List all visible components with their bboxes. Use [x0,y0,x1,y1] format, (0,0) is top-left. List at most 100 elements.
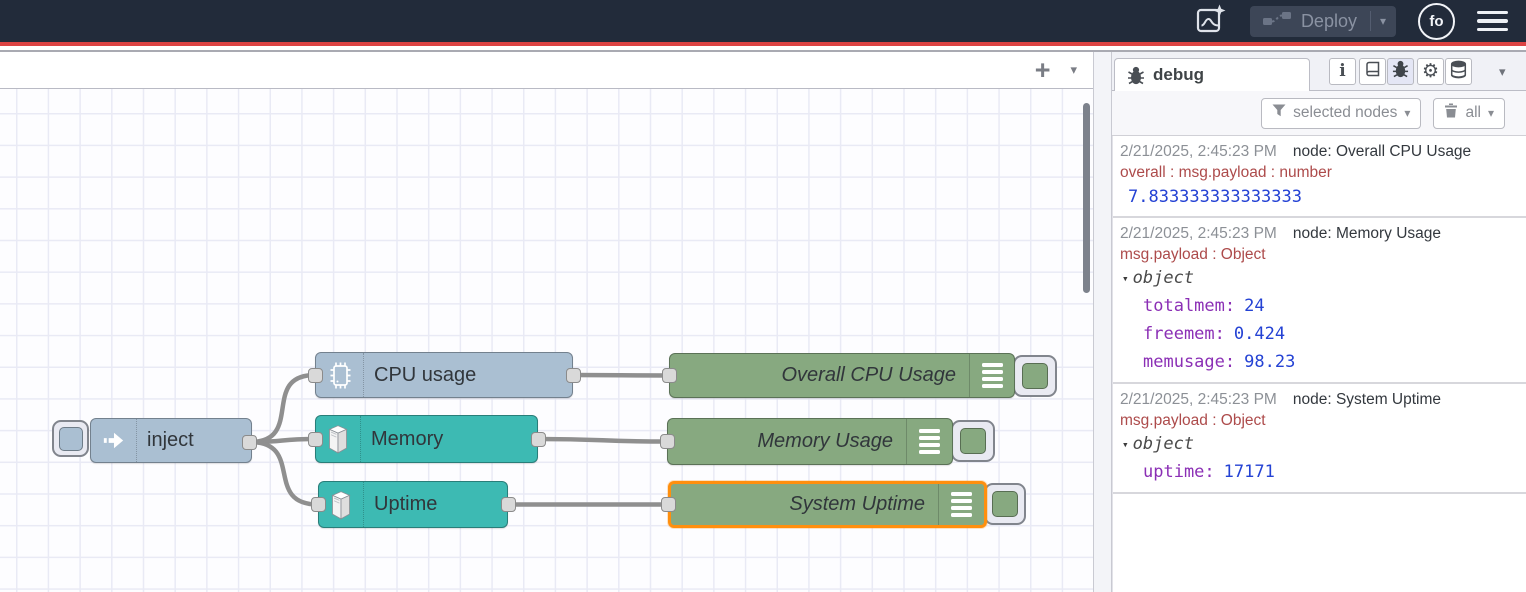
message-meta: msg.payload : Object [1120,412,1266,429]
workspace-column: + ▾ [0,52,1093,592]
object-label: object [1132,434,1195,454]
message-value: 7.833333333333333 [1128,187,1302,207]
debug-toggle-button[interactable] [951,420,995,462]
node-label: Memory Usage [757,430,893,452]
tab-debug-messages[interactable] [1387,58,1414,85]
deploy-nodes-icon [1262,9,1292,34]
trash-icon [1444,103,1458,123]
property-key: uptime: [1143,462,1215,482]
debug-output-lines-icon [969,354,1014,397]
input-port[interactable] [310,497,326,512]
node-memory[interactable]: Memory [315,415,538,463]
node-label: inject [147,429,194,451]
property-value: 0.424 [1233,324,1286,344]
computer-tower-icon [319,482,364,527]
collapse-triangle-icon: ▾ [1122,271,1129,285]
node-inject[interactable]: inject [90,418,252,463]
wire[interactable] [247,439,321,507]
assistant-button[interactable] [1192,1,1228,42]
node-label: Overall CPU Usage [781,364,956,386]
clear-button-label: all [1465,104,1481,121]
user-avatar[interactable]: fo [1418,2,1455,40]
node-memory-usage[interactable]: Memory Usage [667,418,953,465]
hamburger-icon [1477,10,1508,15]
debug-message: 2/21/2025, 2:45:23 PM node: System Uptim… [1113,384,1526,494]
output-port[interactable] [565,367,581,383]
main-area: + ▾ [0,50,1526,592]
chevron-down-icon: ▾ [1487,106,1494,120]
input-port[interactable] [661,368,677,383]
node-system-uptime[interactable]: System Uptime [668,481,987,528]
wire[interactable] [535,436,670,444]
info-icon: i [1339,61,1346,81]
funnel-icon [1272,104,1286,122]
message-node-name: node: System Uptime [1292,391,1442,408]
input-port[interactable] [307,367,323,383]
inject-arrow-icon [91,419,137,462]
bug-icon [1392,60,1409,83]
wire[interactable] [570,372,672,378]
wire[interactable] [247,372,318,445]
node-uptime[interactable]: Uptime [318,481,508,528]
tab-debug[interactable]: debug [1114,58,1310,91]
message-node-name: node: Overall CPU Usage [1292,143,1472,160]
collapse-triangle-icon: ▾ [1122,437,1129,451]
property-key: memusage: [1143,352,1236,372]
input-port[interactable] [659,434,675,449]
tab-info[interactable]: i [1329,58,1356,85]
main-menu-button[interactable] [1477,10,1508,32]
message-timestamp: 2/21/2025, 2:45:23 PM [1120,225,1277,242]
computer-tower-icon [316,416,361,462]
node-overall-cpu-usage[interactable]: Overall CPU Usage [669,353,1015,398]
message-timestamp: 2/21/2025, 2:45:23 PM [1120,143,1277,160]
debug-toolbar: selected nodes ▾ all ▾ [1112,91,1526,136]
object-label: object [1132,268,1195,288]
flow-list-chevron-icon[interactable]: ▾ [1070,62,1077,77]
message-meta: msg.payload : Object [1120,246,1266,263]
inject-trigger-button[interactable] [52,420,89,457]
deploy-button[interactable]: Deploy ▾ [1249,5,1396,37]
object-property: freemem: 0.424 [1120,320,1516,348]
database-icon [1449,60,1468,84]
node-label: Uptime [374,493,438,515]
filter-button-label: selected nodes [1293,104,1398,121]
avatar-initials: fo [1429,12,1444,30]
tab-config-nodes[interactable]: ⚙ [1417,58,1444,85]
object-toggle-row[interactable]: ▾ object [1120,430,1516,458]
property-value: 98.23 [1244,352,1296,372]
node-cpu-usage[interactable]: CPU usage [315,352,573,398]
input-port[interactable] [307,431,323,447]
node-label: CPU usage [374,363,477,386]
gear-icon: ⚙ [1421,60,1440,82]
deploy-options-chevron-icon[interactable]: ▾ [1379,14,1386,28]
property-key: totalmem: [1143,296,1236,316]
object-toggle-row[interactable]: ▾ object [1120,264,1516,292]
chevron-down-icon: ▾ [1404,106,1411,120]
output-port[interactable] [242,434,257,450]
debug-toggle-button[interactable] [984,483,1026,525]
canvas-vertical-scrollbar[interactable] [1083,103,1090,293]
object-property: totalmem: 24 [1120,292,1516,320]
sidebar-tabbar: debug i [1112,52,1526,91]
debug-sidebar: debug i [1112,52,1526,592]
message-node-name: node: Memory Usage [1292,225,1442,242]
message-meta: overall : msg.payload : number [1120,164,1332,181]
tab-help[interactable] [1359,58,1386,85]
add-flow-button[interactable]: + [1034,54,1051,85]
flow-tabbar: + ▾ [0,52,1093,89]
clear-messages-button[interactable]: all ▾ [1433,97,1505,129]
filter-nodes-button[interactable]: selected nodes ▾ [1261,97,1422,129]
output-port[interactable] [500,497,516,512]
sidebar-tab-label: debug [1153,65,1204,84]
tab-context-data[interactable] [1445,58,1472,85]
debug-toggle-button[interactable] [1013,355,1057,397]
sidebar-splitter[interactable] [1093,52,1112,592]
output-port[interactable] [530,431,546,447]
deploy-divider [1369,11,1371,31]
flow-canvas[interactable]: inject CPU usage [0,89,1093,592]
cpu-chip-icon [316,353,364,397]
input-port[interactable] [660,497,676,512]
sidebar-menu-chevron-icon[interactable]: ▾ [1499,64,1506,79]
debug-output-lines-icon [938,484,984,525]
